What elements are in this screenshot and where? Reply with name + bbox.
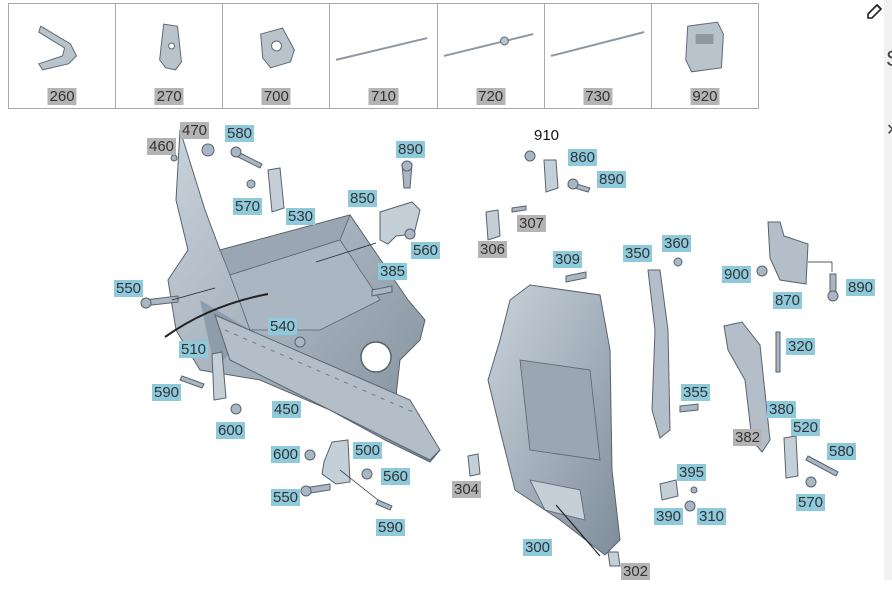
- bracket-860: [543, 159, 559, 193]
- bracket-left: [211, 351, 227, 401]
- callout-355[interactable]: 355: [681, 384, 711, 401]
- nut-clip-icon: [260, 27, 296, 69]
- wheel-housing-panel: [487, 284, 621, 556]
- callout-890[interactable]: 890: [396, 141, 426, 158]
- callout-500[interactable]: 500: [353, 442, 383, 459]
- part-label: 270: [154, 88, 184, 105]
- callout-890[interactable]: 890: [846, 279, 876, 296]
- clip-390: [659, 479, 679, 501]
- callout-560[interactable]: 560: [381, 468, 411, 485]
- callout-302[interactable]: 302: [621, 563, 651, 580]
- callout-600[interactable]: 600: [216, 422, 246, 439]
- part-cell-720[interactable]: 720: [438, 4, 545, 108]
- callout-580[interactable]: 580: [827, 443, 857, 460]
- cable-icon: [443, 33, 534, 57]
- callout-590[interactable]: 590: [152, 384, 182, 401]
- close-icon[interactable]: ✕: [886, 120, 892, 140]
- callout-590[interactable]: 590: [376, 519, 406, 536]
- callout-385[interactable]: 385: [378, 263, 408, 280]
- callout-520[interactable]: 520: [791, 419, 821, 436]
- bracket-520: [783, 435, 799, 479]
- callout-570[interactable]: 570: [233, 198, 263, 215]
- part-label: 260: [47, 88, 77, 105]
- callout-360[interactable]: 360: [662, 235, 692, 252]
- callout-450[interactable]: 450: [272, 401, 302, 418]
- part-label: 710: [368, 88, 398, 105]
- callout-560[interactable]: 560: [411, 242, 441, 259]
- callout-600[interactable]: 600: [271, 446, 301, 463]
- bracket-306: [485, 209, 501, 241]
- callout-550[interactable]: 550: [114, 280, 144, 297]
- callout-309[interactable]: 309: [553, 251, 583, 268]
- callout-900[interactable]: 900: [722, 266, 752, 283]
- side-strut: [647, 269, 671, 439]
- callout-304[interactable]: 304: [452, 481, 482, 498]
- callout-470[interactable]: 470: [180, 122, 210, 139]
- headlamp-bracket: [723, 321, 771, 453]
- part-cell-730[interactable]: 730: [545, 4, 652, 108]
- callout-460[interactable]: 460: [147, 138, 177, 155]
- callout-910[interactable]: 910: [534, 127, 560, 144]
- callout-390[interactable]: 390: [654, 508, 684, 525]
- lower-beam: [214, 314, 441, 461]
- part-cell-920[interactable]: 920: [652, 4, 758, 108]
- callout-860[interactable]: 860: [568, 149, 598, 166]
- callout-510[interactable]: 510: [179, 341, 209, 358]
- fasteners: [140, 143, 839, 512]
- exploded-parts-diagram: [140, 129, 839, 567]
- mounting-plate: [767, 221, 809, 285]
- mount-bracket-icon: [685, 21, 724, 73]
- edit-icon[interactable]: [866, 2, 884, 20]
- part-label: 700: [261, 88, 291, 105]
- side-panel-edge: [884, 0, 892, 580]
- callout-306[interactable]: 306: [478, 241, 508, 258]
- callout-382[interactable]: 382: [733, 429, 763, 446]
- callout-870[interactable]: 870: [773, 292, 803, 309]
- part-cell-260[interactable]: 260: [9, 4, 117, 108]
- callout-350[interactable]: 350: [623, 245, 653, 262]
- part-label: 720: [476, 88, 506, 105]
- callout-570[interactable]: 570: [796, 494, 826, 511]
- callout-890[interactable]: 890: [597, 171, 627, 188]
- callout-307[interactable]: 307: [517, 215, 547, 232]
- bracket-clip-icon: [159, 23, 183, 71]
- side-panel-glyph: S: [886, 46, 892, 72]
- part-cell-710[interactable]: 710: [330, 4, 438, 108]
- leader-lines: [164, 242, 833, 557]
- part-cell-270[interactable]: 270: [116, 4, 224, 108]
- callout-540[interactable]: 540: [268, 318, 298, 335]
- callout-580[interactable]: 580: [225, 125, 255, 142]
- callout-310[interactable]: 310: [697, 508, 727, 525]
- callout-550[interactable]: 550: [271, 489, 301, 506]
- callout-320[interactable]: 320: [786, 338, 816, 355]
- callout-380[interactable]: 380: [767, 401, 797, 418]
- rod-icon: [550, 31, 645, 57]
- part-label: 920: [690, 88, 720, 105]
- bracket-500: [321, 439, 351, 485]
- clip-304: [467, 453, 481, 477]
- callout-530[interactable]: 530: [286, 208, 316, 225]
- clip-bracket-icon: [37, 25, 78, 71]
- bracket-530: [267, 167, 285, 213]
- callout-850[interactable]: 850: [348, 190, 378, 207]
- callout-300[interactable]: 300: [523, 539, 553, 556]
- callout-395[interactable]: 395: [677, 464, 707, 481]
- rod-icon: [336, 37, 428, 61]
- part-label: 730: [583, 88, 613, 105]
- clip-302: [607, 551, 621, 567]
- part-cell-700[interactable]: 700: [223, 4, 331, 108]
- parts-strip: 260 270 700 710 720 730: [8, 3, 759, 109]
